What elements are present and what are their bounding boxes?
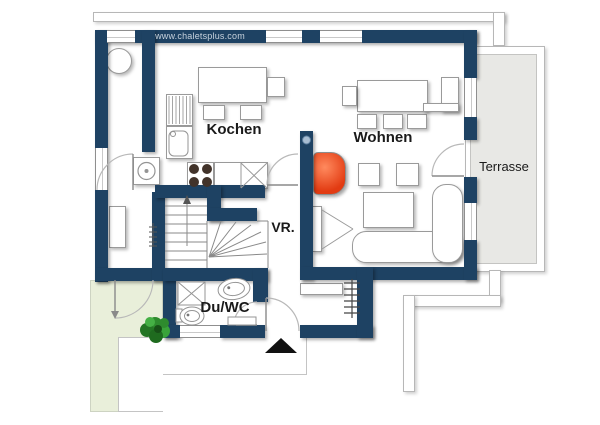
- washing-machine: [133, 157, 160, 185]
- roof-edge-bottom-right-v2: [403, 295, 415, 392]
- tv: [312, 206, 322, 252]
- room-label-living: Wohnen: [353, 129, 413, 146]
- room-label-terrace: Terrasse: [479, 159, 529, 174]
- dining-chair: [342, 86, 357, 106]
- dining-table: [357, 80, 428, 112]
- shelf: [300, 283, 343, 295]
- kitchen-chair: [240, 105, 262, 120]
- window: [266, 30, 302, 43]
- room-label-kitchen: Kochen: [206, 121, 262, 138]
- roof-edge-top-right: [493, 12, 505, 46]
- corner-sofa: [432, 184, 463, 263]
- bath-radiator-icon: [227, 316, 257, 326]
- roof-edge-top: [93, 12, 505, 22]
- wall-fireplace: [300, 131, 313, 280]
- kitchen-table: [198, 67, 267, 103]
- stool: [358, 163, 380, 186]
- stool: [396, 163, 419, 186]
- entrance-path: [118, 337, 163, 412]
- wall-bath-right: [253, 268, 268, 302]
- tv-projection-icon: [321, 209, 354, 250]
- wall-right-1: [464, 30, 477, 78]
- wall-bottom-1: [163, 325, 180, 338]
- kitchen-chair: [267, 77, 285, 97]
- sideboard: [109, 206, 126, 248]
- dining-chair: [407, 114, 427, 129]
- dining-chair: [357, 114, 377, 129]
- wall-vr-right: [357, 267, 373, 338]
- tiled-stove-fireplace: [313, 152, 346, 195]
- coffee-table: [363, 192, 414, 228]
- room-label-vestibule: VR.: [271, 219, 295, 235]
- round-table: [106, 48, 132, 74]
- window: [320, 30, 362, 43]
- entrance-path-side: [163, 338, 307, 375]
- dish-drainer: [166, 94, 193, 126]
- wall-right-3: [464, 177, 477, 203]
- window: [464, 78, 477, 117]
- wall-bottom-2: [220, 325, 265, 338]
- window: [180, 325, 220, 338]
- corner-bench: [423, 103, 459, 112]
- wall-living-bottom: [300, 267, 477, 280]
- kitchen-sink: [166, 126, 193, 159]
- room-label-shower-wc: Du/WC: [200, 299, 250, 316]
- kitchen-chair: [203, 105, 225, 120]
- watermark-text: www.chaletsplus.com: [155, 31, 245, 41]
- window: [95, 148, 108, 190]
- window: [107, 30, 135, 43]
- terrace: [470, 54, 537, 264]
- window: [464, 203, 477, 240]
- wall-stair-stub-h: [207, 208, 257, 221]
- wall-inner-upper: [142, 30, 155, 152]
- roof-edge-bottom-right-h: [403, 295, 501, 307]
- dining-chair: [383, 114, 403, 129]
- wall-right-4: [464, 240, 477, 280]
- wall-right-2: [464, 117, 477, 140]
